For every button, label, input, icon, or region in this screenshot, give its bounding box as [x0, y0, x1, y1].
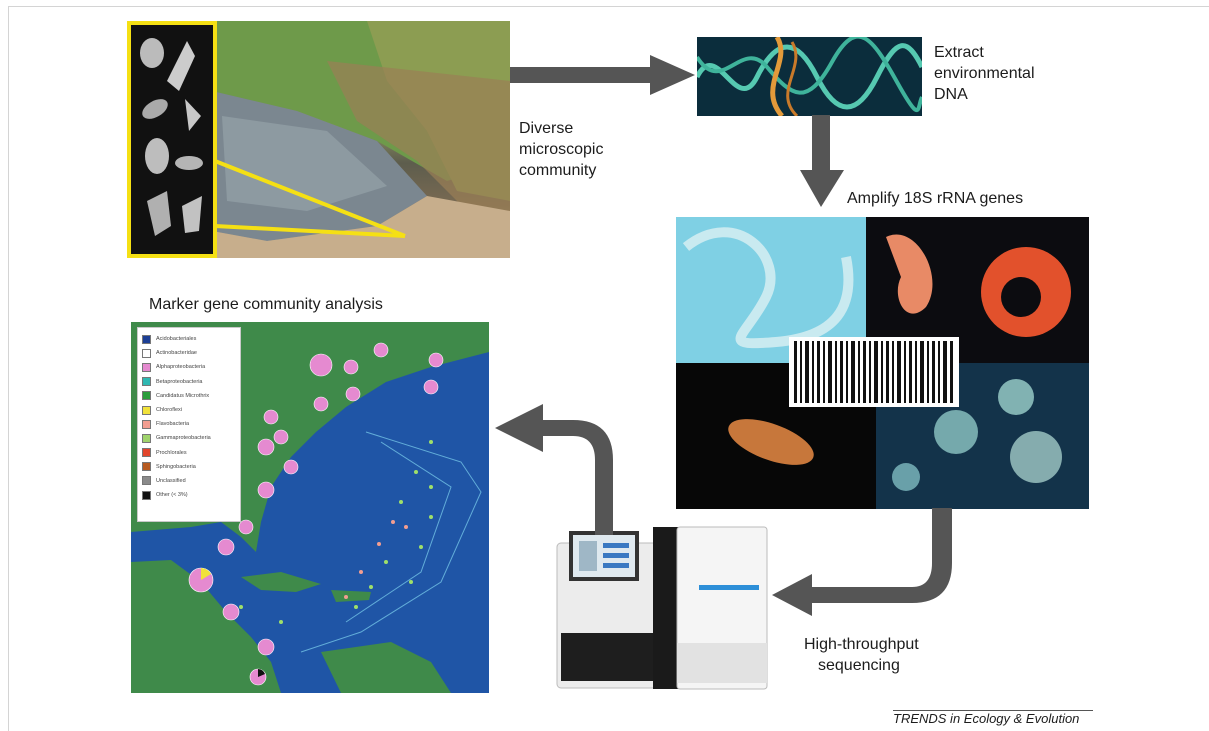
legend-label: Betaproteobacteria	[156, 378, 203, 385]
legend-swatch	[142, 476, 151, 486]
legend-label: Actinobacteridae	[156, 350, 197, 357]
journal-credit: TRENDS in Ecology & Evolution	[893, 711, 1080, 726]
legend-label: Prochlorales	[156, 449, 187, 456]
legend-swatch	[142, 419, 151, 429]
sequencing-label: High-throughput sequencing	[804, 636, 919, 674]
dna-image	[697, 37, 922, 116]
arrow-to-amplify	[800, 115, 844, 207]
legend-label: Gammaproteobacteria	[156, 435, 211, 442]
frame-left-rule	[8, 6, 9, 731]
legend-item: Gammaproteobacteria	[142, 431, 236, 445]
marsh-photo	[127, 21, 510, 258]
legend-swatch	[142, 433, 151, 443]
legend-swatch	[142, 334, 151, 344]
arrow-to-sequencer	[772, 508, 952, 616]
legend-item: Flavobacteria	[142, 417, 236, 431]
analysis-label: Marker gene community analysis	[149, 296, 383, 313]
footer-rule	[893, 710, 1093, 711]
legend-swatch	[142, 391, 151, 401]
legend-item: Candidatus Microthrix	[142, 389, 236, 403]
legend-swatch	[142, 405, 151, 415]
sequencer-machine	[549, 523, 771, 691]
legend-label: Other (< 3%)	[156, 492, 188, 499]
legend-item: Chloroflexi	[142, 403, 236, 417]
legend-item: Unclassified	[142, 474, 236, 488]
legend-item: Betaproteobacteria	[142, 375, 236, 389]
legend-swatch	[142, 377, 151, 387]
legend-item: Sphingobacteria	[142, 460, 236, 474]
arrow-to-dna	[510, 55, 695, 95]
legend-swatch	[142, 462, 151, 472]
legend-label: Acidobacteriales	[156, 336, 197, 343]
legend-swatch	[142, 490, 151, 500]
legend-item: Acidobacteriales	[142, 332, 236, 346]
legend-item: Prochlorales	[142, 446, 236, 460]
legend-swatch	[142, 348, 151, 358]
diverse-community-label: Diverse microscopic community	[519, 120, 604, 179]
legend-item: Alphaproteobacteria	[142, 360, 236, 374]
legend-label: Alphaproteobacteria	[156, 364, 206, 371]
legend-swatch	[142, 362, 151, 372]
legend-label: Candidatus Microthrix	[156, 392, 210, 399]
legend-item: Actinobacteridae	[142, 346, 236, 360]
legend-label: Flavobacteria	[156, 421, 190, 428]
amplify-label: Amplify 18S rRNA genes	[847, 190, 1024, 207]
legend-label: Unclassified	[156, 477, 186, 484]
organism-collage	[676, 217, 1089, 509]
arrow-to-analysis	[495, 404, 613, 535]
map-legend: Acidobacteriales Actinobacteridae Alphap…	[137, 327, 241, 522]
legend-label: Chloroflexi	[156, 407, 182, 414]
legend-item: Other (< 3%)	[142, 488, 236, 502]
extract-dna-label: Extract environmental DNA	[934, 44, 1035, 103]
legend-swatch	[142, 448, 151, 458]
legend-label: Sphingobacteria	[156, 463, 196, 470]
frame-top-rule	[8, 6, 1209, 7]
